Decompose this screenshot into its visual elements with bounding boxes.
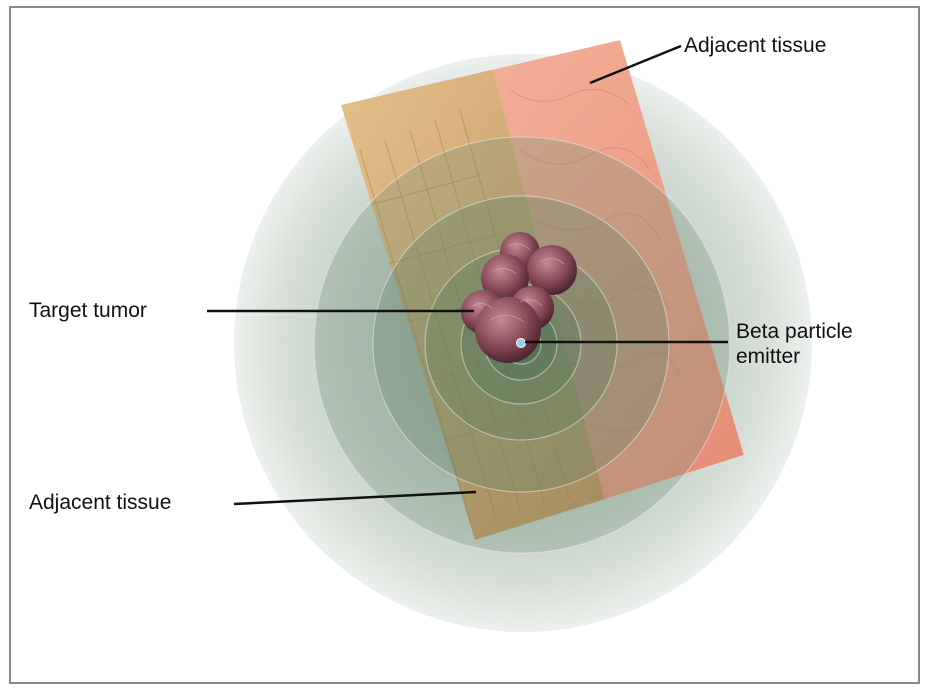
label-target-tumor: Target tumor <box>29 299 147 324</box>
beta-particle-emitter-dot <box>517 339 526 348</box>
label-adjacent-tissue-bottom: Adjacent tissue <box>29 491 171 516</box>
label-beta-particle-emitter: Beta particle emitter <box>736 320 896 370</box>
label-adjacent-tissue-top: Adjacent tissue <box>684 34 826 59</box>
